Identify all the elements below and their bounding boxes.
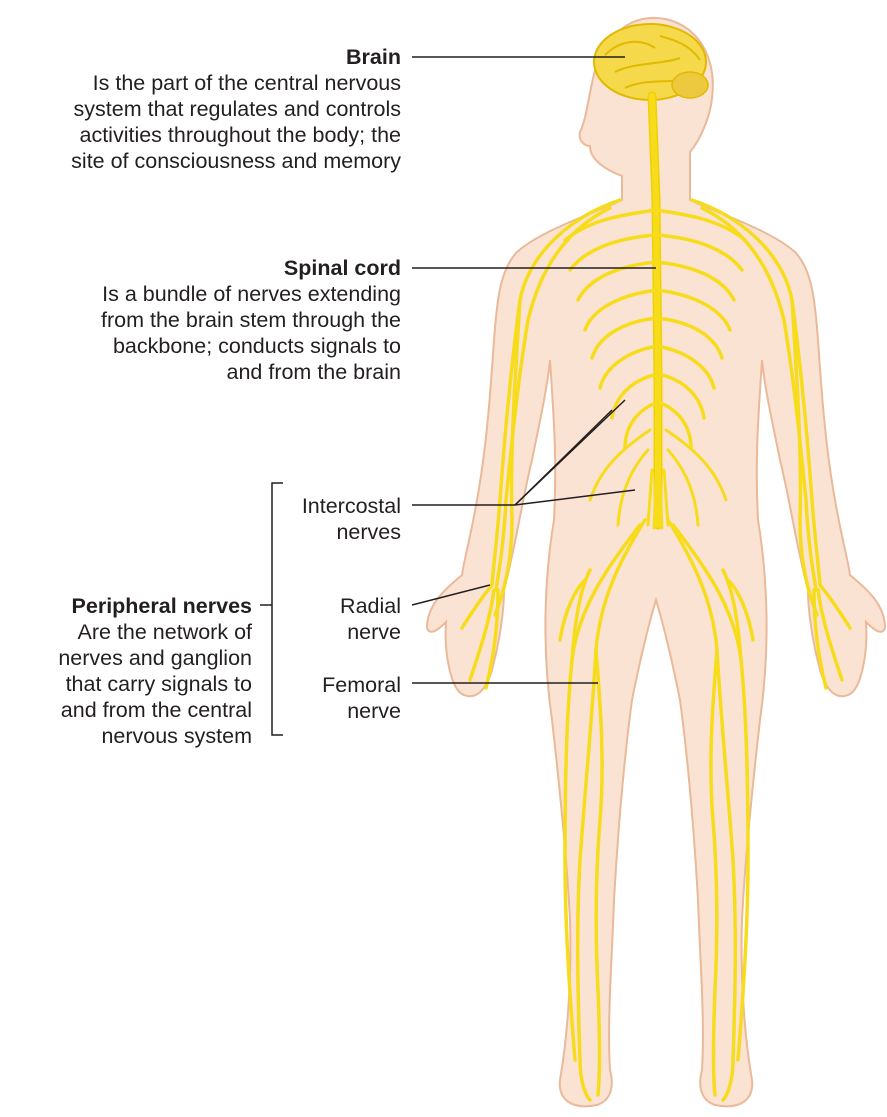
radial-nerve-label: Radial nerve bbox=[340, 593, 401, 645]
brain-desc-line: system that regulates and controls bbox=[71, 96, 401, 122]
spinal-cord-desc-line: backbone; conducts signals to bbox=[101, 333, 401, 359]
intercostal-line: Intercostal bbox=[302, 493, 401, 519]
femoral-nerve-label: Femoral nerve bbox=[322, 672, 401, 724]
brain-desc-line: Is the part of the central nervous bbox=[71, 70, 401, 96]
radial-line: Radial bbox=[340, 593, 401, 619]
peripheral-bracket bbox=[272, 483, 283, 735]
peripheral-desc-line: nerves and ganglion bbox=[58, 645, 252, 671]
peripheral-desc-line: nervous system bbox=[58, 723, 252, 749]
spinal-cord-desc-line: Is a bundle of nerves extending bbox=[101, 281, 401, 307]
intercostal-nerves-label: Intercostal nerves bbox=[302, 493, 401, 545]
peripheral-desc-line: Are the network of bbox=[58, 619, 252, 645]
peripheral-desc-line: and from the central bbox=[58, 697, 252, 723]
femoral-line: Femoral bbox=[322, 672, 401, 698]
femoral-line: nerve bbox=[322, 698, 401, 724]
spinal-cord-label: Spinal cord Is a bundle of nerves extend… bbox=[101, 255, 401, 385]
peripheral-nerves-label: Peripheral nerves Are the network of ner… bbox=[58, 593, 252, 749]
spinal-cord-desc-line: from the brain stem through the bbox=[101, 307, 401, 333]
spinal-cord-title: Spinal cord bbox=[101, 255, 401, 281]
intercostal-line: nerves bbox=[302, 519, 401, 545]
brain-desc-line: activities throughout the body; the bbox=[71, 122, 401, 148]
brain-shape bbox=[594, 24, 708, 100]
peripheral-title: Peripheral nerves bbox=[58, 593, 252, 619]
spinal-cord-desc-line: and from the brain bbox=[101, 359, 401, 385]
peripheral-desc-line: that carry signals to bbox=[58, 671, 252, 697]
brain-label: Brain Is the part of the central nervous… bbox=[71, 44, 401, 174]
brain-title: Brain bbox=[71, 44, 401, 70]
brain-desc-line: site of consciousness and memory bbox=[71, 148, 401, 174]
radial-line: nerve bbox=[340, 619, 401, 645]
